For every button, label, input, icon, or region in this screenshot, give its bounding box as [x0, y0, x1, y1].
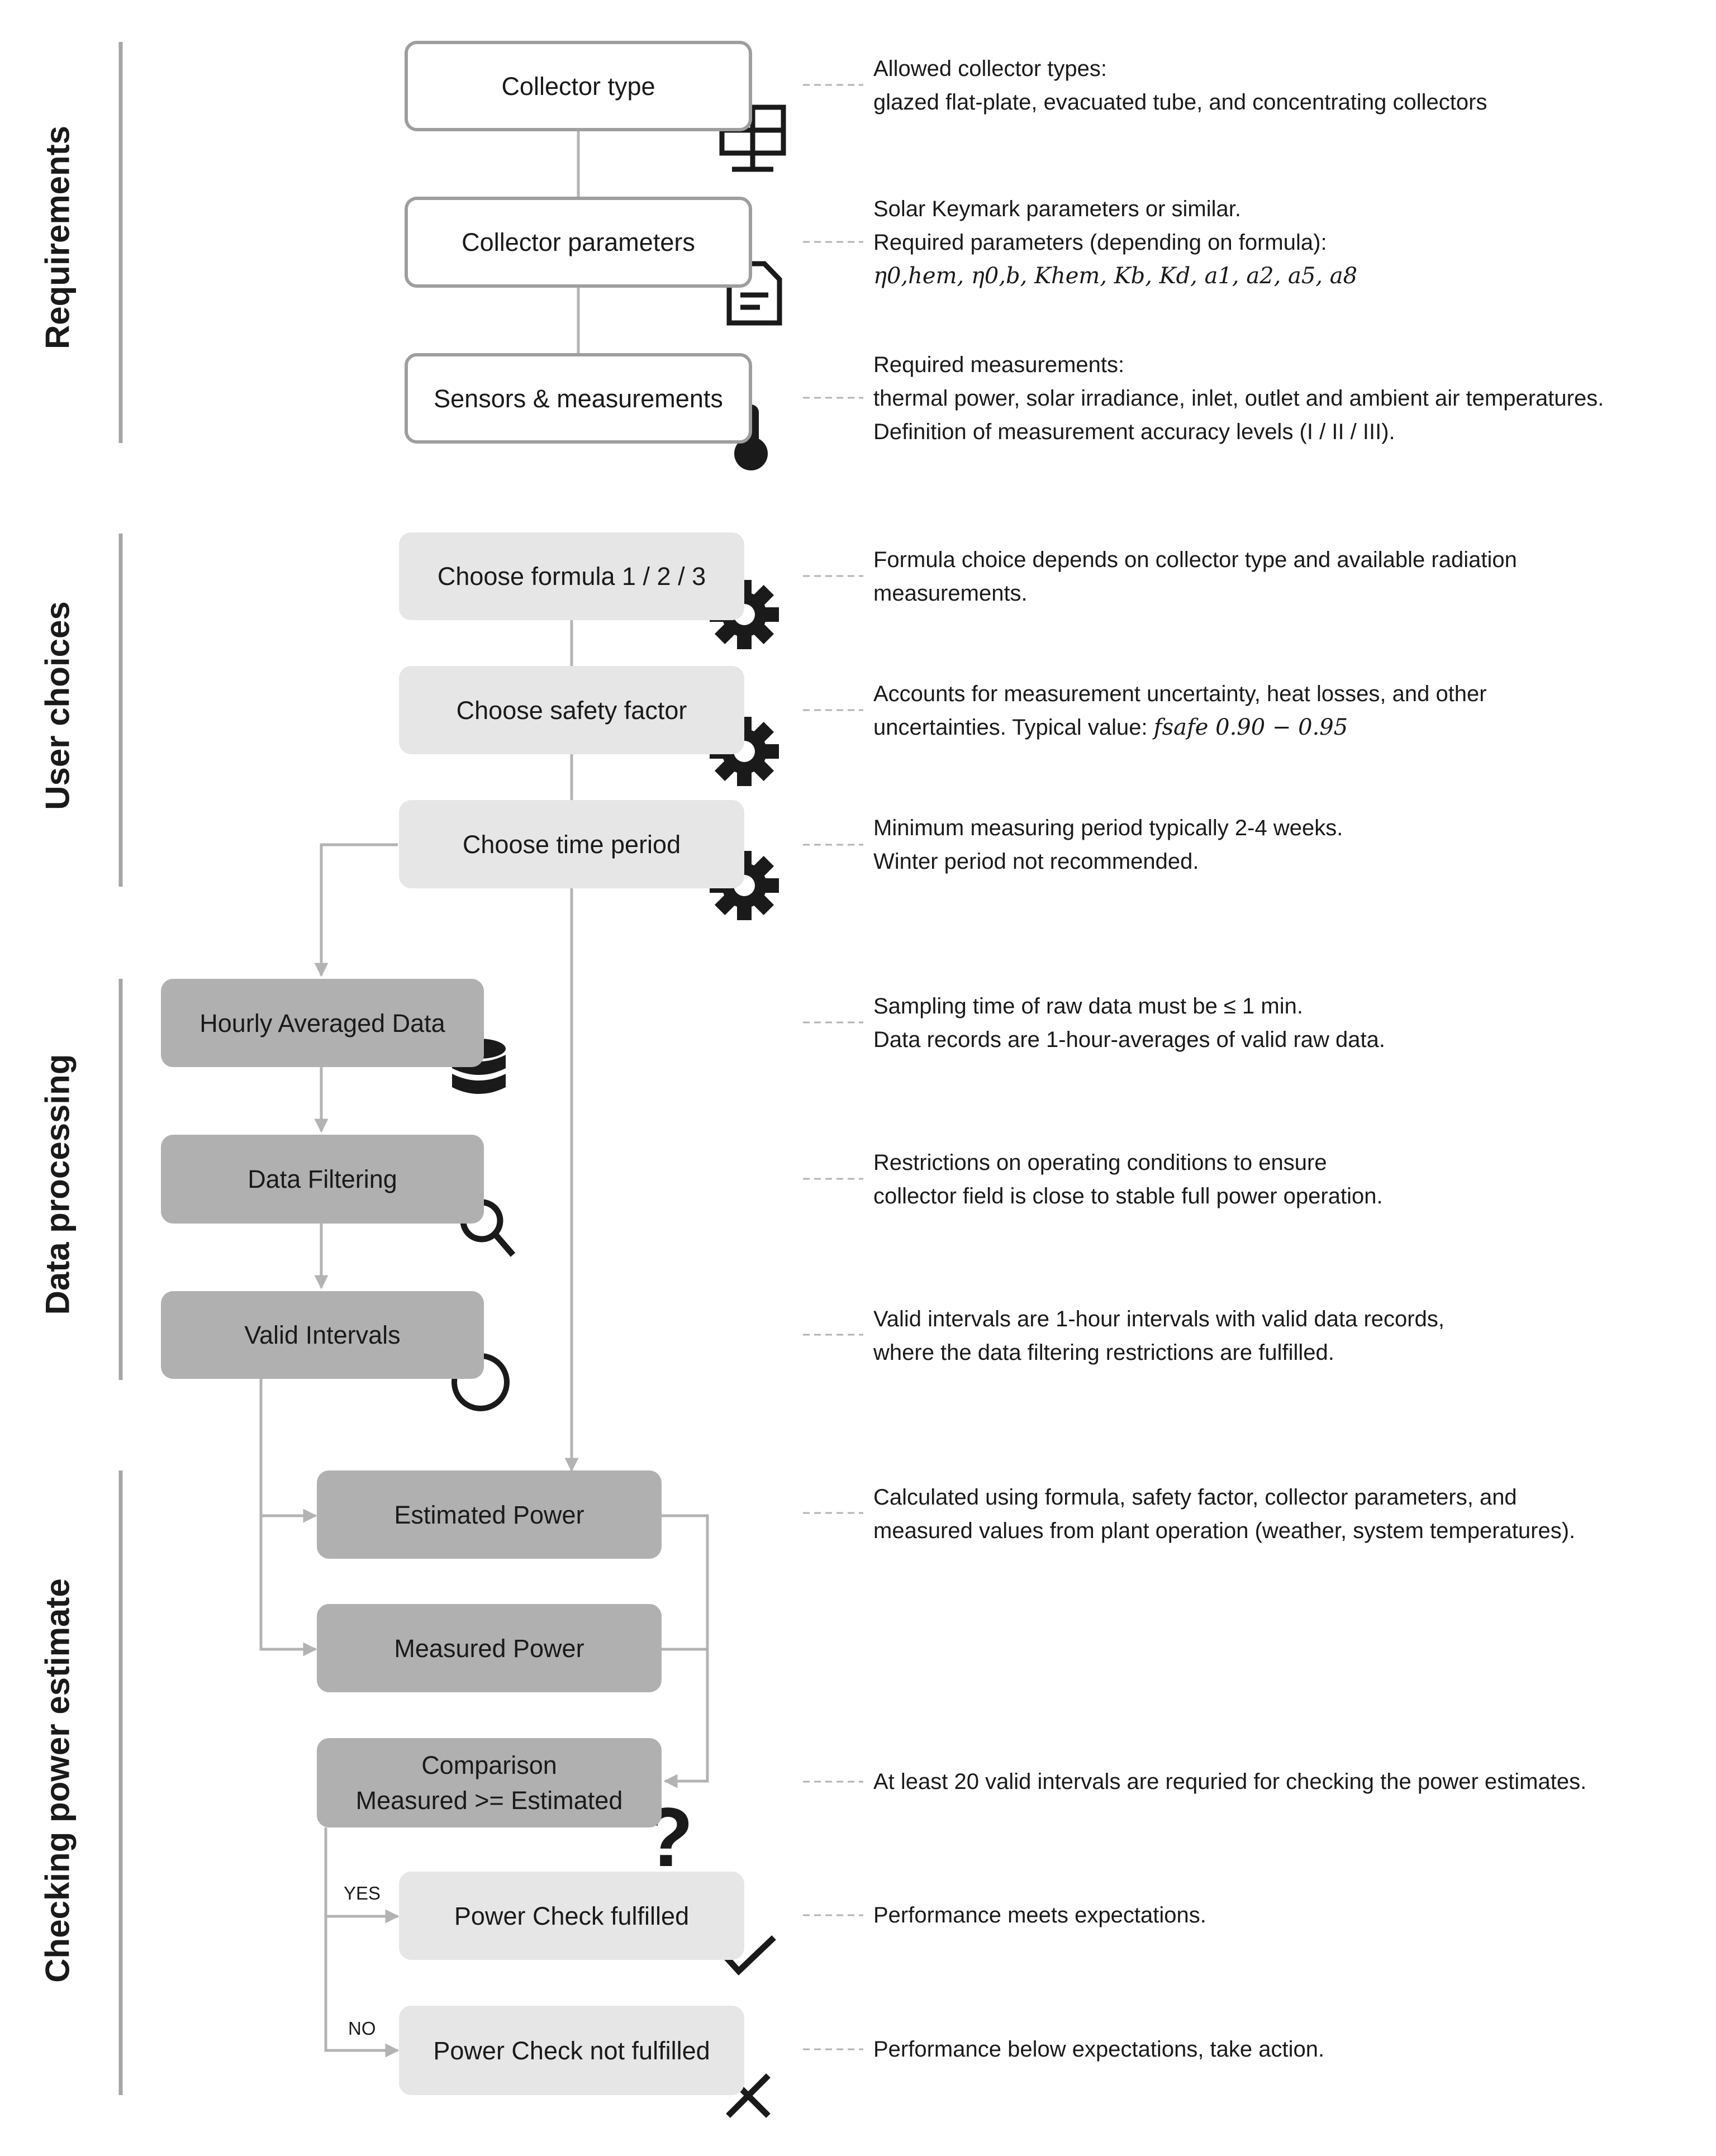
note-text: uncertainties. Typical value:: [873, 715, 1154, 740]
note-line: measurements.: [873, 581, 1028, 606]
note-line: collector field is close to stable full …: [873, 1184, 1383, 1208]
note-estimated-power: Calculated using formula, safety factor,…: [873, 1481, 1575, 1548]
note-line: Allowed collector types:: [873, 56, 1107, 81]
section-user-choices: User choices: [39, 601, 77, 810]
branch-no-label: NO: [348, 2018, 376, 2039]
comparison-box: Comparison Measured >= Estimated: [317, 1738, 662, 1827]
note-line: Solar Keymark parameters or similar.: [873, 197, 1241, 221]
note-line: Definition of measurement accuracy level…: [873, 420, 1395, 444]
note-line: thermal power, solar irradiance, inlet, …: [873, 386, 1604, 411]
note-comparison: At least 20 valid intervals are requried…: [873, 1765, 1586, 1798]
choose-formula-box: Choose formula 1 / 2 / 3: [399, 532, 744, 620]
section-checking-power: Checking power estimate: [39, 1578, 77, 1983]
note-line: Required measurements:: [873, 353, 1125, 377]
note-sensors: Required measurements: thermal power, so…: [873, 348, 1604, 449]
comparison-line-2: Measured >= Estimated: [355, 1786, 623, 1815]
note-line: Winter period not recommended.: [873, 849, 1199, 874]
note-collector-type: Allowed collector types: glazed flat-pla…: [873, 52, 1487, 119]
note-line: Formula choice depends on collector type…: [873, 548, 1517, 572]
note-leaders: [803, 84, 863, 2050]
note-line: Required parameters (depending on formul…: [873, 230, 1327, 255]
note-valid-intervals: Valid intervals are 1-hour intervals wit…: [873, 1302, 1444, 1369]
section-data-processing: Data processing: [39, 1054, 77, 1315]
note-line: Minimum measuring period typically 2-4 w…: [873, 816, 1343, 840]
safety-factor-symbol: fsafe 0.90 − 0.95: [1153, 715, 1348, 740]
note-time-period: Minimum measuring period typically 2-4 w…: [873, 811, 1343, 878]
hourly-averaged-data-box: Hourly Averaged Data: [161, 979, 484, 1067]
valid-intervals-box: Valid Intervals: [161, 1291, 484, 1379]
note-safety-factor: Accounts for measurement uncertainty, he…: [873, 677, 1487, 744]
choose-time-period-box: Choose time period: [399, 800, 744, 888]
choose-safety-factor-box: Choose safety factor: [399, 666, 744, 754]
parameter-symbols: η0,hem, η0,b, Khem, Kb, Kd, a1, a2, a5, …: [873, 263, 1358, 289]
collector-type-box: Collector type: [405, 41, 752, 131]
note-hourly: Sampling time of raw data must be ≤ 1 mi…: [873, 989, 1385, 1056]
note-line: Valid intervals are 1-hour intervals wit…: [873, 1307, 1444, 1331]
connectors: [259, 131, 709, 2058]
note-line: Performance below expectations, take act…: [873, 2037, 1325, 2062]
power-check-not-fulfilled-box: Power Check not fulfilled: [399, 2006, 744, 2095]
note-line: Restrictions on operating conditions to …: [873, 1150, 1327, 1175]
data-filtering-box: Data Filtering: [161, 1135, 484, 1224]
comparison-line-1: Comparison: [421, 1751, 557, 1779]
power-check-fulfilled-box: Power Check fulfilled: [399, 1872, 744, 1960]
measured-power-box: Measured Power: [317, 1604, 662, 1692]
branch-yes-label: YES: [344, 1883, 381, 1903]
document-icon: [726, 261, 782, 326]
note-line: Performance meets expectations.: [873, 1903, 1206, 1927]
estimated-power-box: Estimated Power: [317, 1470, 662, 1559]
note-line: Calculated using formula, safety factor,…: [873, 1485, 1517, 1510]
note-filtering: Restrictions on operating conditions to …: [873, 1146, 1383, 1213]
note-line: uncertainties. Typical value: fsafe 0.90…: [873, 711, 1487, 744]
note-line: Accounts for measurement uncertainty, he…: [873, 682, 1487, 706]
note-line: At least 20 valid intervals are requried…: [873, 1769, 1587, 1794]
note-formula: Formula choice depends on collector type…: [873, 543, 1517, 610]
section-requirements: Requirements: [39, 125, 77, 350]
note-not-fulfilled: Performance below expectations, take act…: [873, 2033, 1324, 2066]
note-line: glazed flat-plate, evacuated tube, and c…: [873, 90, 1487, 115]
collector-parameters-box: Collector parameters: [405, 197, 752, 288]
sensors-measurements-box: Sensors & measurements: [405, 353, 752, 444]
note-line: Sampling time of raw data must be ≤ 1 mi…: [873, 994, 1303, 1018]
note-line: measured values from plant operation (we…: [873, 1519, 1576, 1543]
note-fulfilled: Performance meets expectations.: [873, 1898, 1206, 1932]
note-collector-parameters: Solar Keymark parameters or similar. Req…: [873, 192, 1357, 293]
note-line: Data records are 1-hour-averages of vali…: [873, 1027, 1386, 1052]
note-line: where the data filtering restrictions ar…: [873, 1340, 1334, 1365]
